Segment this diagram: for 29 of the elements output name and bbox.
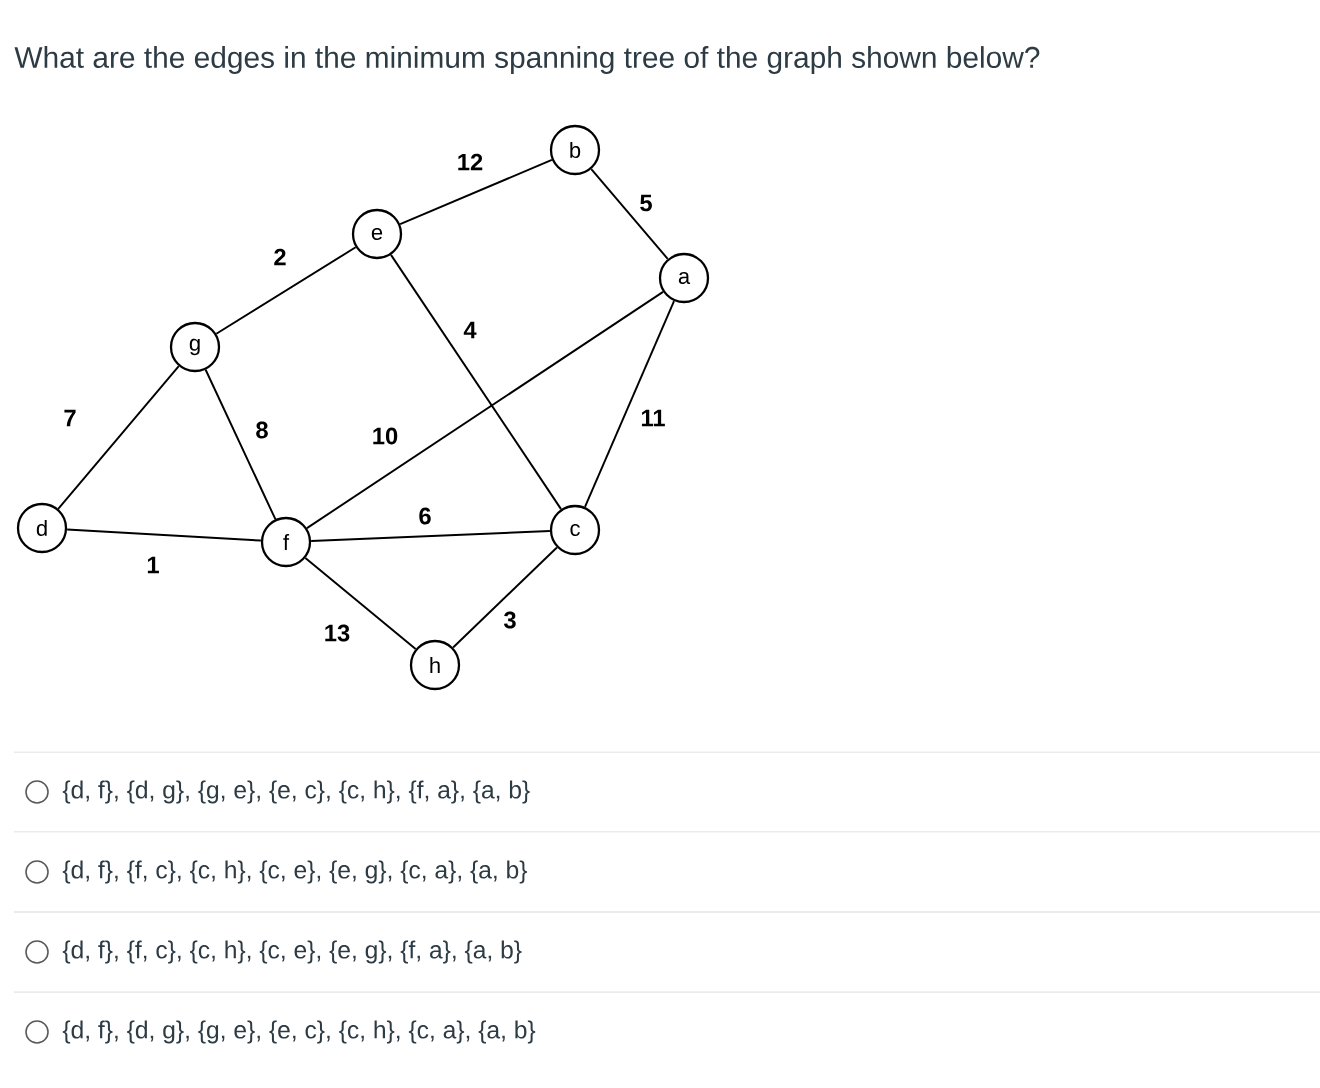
edge-weight: 6 [416,505,434,527]
graph-edge [590,168,669,260]
edge-weight: 1 [144,555,162,575]
answer-option: {d, f}, {d, g}, {g, e}, {e, c}, {c, h}, {f, a}, {a, b} [62,780,530,804]
graph-edge [399,158,553,226]
edge-weight: 5 [637,192,655,214]
graph-edge [204,368,277,521]
graph-edge [306,290,664,530]
edge-weight: 4 [461,320,479,340]
edge-weight: 12 [455,151,485,173]
graph-edge [452,546,558,649]
graph-edge [66,528,262,542]
edge-weight: 2 [271,246,289,268]
graph-edge [310,530,551,542]
edge-weight: 3 [501,609,519,631]
graph-edge [584,300,675,508]
edge-weight: 10 [370,425,400,447]
graph-edge [390,253,562,511]
answer-option: {d, f}, {d, g}, {g, e}, {e, c}, {c, h}, {c, a}, {a, b} [62,1020,536,1044]
answer-option: {d, f}, {f, c}, {c, h}, {c, e}, {e, g}, {c, a}, {a, b} [62,860,527,884]
graph-edge [304,557,417,650]
graph-edge [57,365,180,510]
edge-weight: 8 [253,419,271,441]
edge-weight: 13 [322,622,352,644]
question-text: What are the edges in the minimum spanning tree of the graph shown below? [14,46,1040,74]
graph-edge [215,246,357,335]
edge-weight: 7 [61,408,79,428]
edge-weight: 11 [638,408,668,428]
answer-option: {d, f}, {f, c}, {c, h}, {c, e}, {e, g}, {f, a}, {a, b} [62,940,522,964]
